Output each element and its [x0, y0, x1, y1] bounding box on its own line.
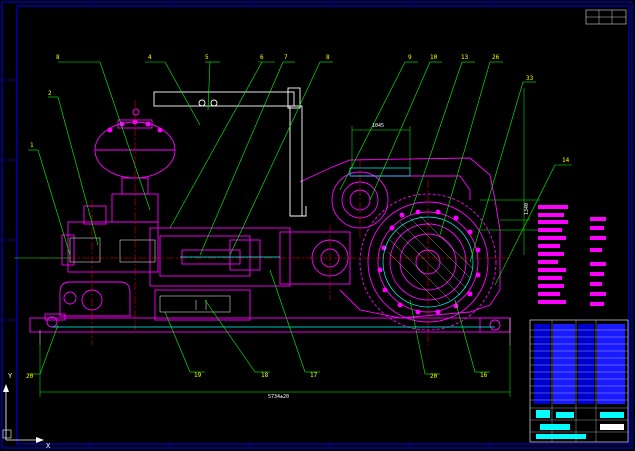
part-labels: 8 4 5 6 7 8 9 10 13 26 2 1 33 14 19 18 1…: [26, 54, 570, 380]
revision-box: [585, 9, 627, 25]
ucs-x-label: X: [46, 442, 51, 450]
dim-length-text: 5734±20: [268, 394, 289, 400]
label-right: 14: [562, 157, 570, 164]
label-bottom-0: 19: [194, 372, 202, 379]
pump-outline: [29, 87, 511, 333]
label-bottom-3: 20: [430, 373, 438, 380]
gear-hatch: [387, 215, 473, 305]
ucs-icon: Y X: [2, 372, 51, 450]
label-left-0: 2: [48, 90, 52, 97]
label-top-1: 4: [148, 54, 152, 61]
label-right-top: 33: [526, 75, 534, 82]
label-top-5: 8: [326, 54, 330, 61]
label-top-0: 8: [56, 54, 60, 61]
label-top-7: 10: [430, 54, 438, 61]
leader-lines: [14, 61, 572, 375]
label-bottom-2: 17: [310, 372, 318, 379]
label-top-6: 9: [408, 54, 412, 61]
inner-frame: [16, 5, 630, 445]
cyan-details: [52, 167, 495, 328]
center-lines: [40, 100, 510, 345]
label-bottom-left: 20: [26, 373, 34, 380]
label-left-1: 1: [30, 142, 34, 149]
label-top-8: 13: [461, 54, 469, 61]
label-bottom-4: 16: [480, 372, 488, 379]
spec-table-left: [538, 205, 568, 304]
label-top-3: 6: [260, 54, 264, 61]
dimension-lines: [39, 88, 540, 397]
ucs-y-label: Y: [8, 372, 13, 380]
spec-table-right: [590, 217, 606, 306]
dim-side-text: 1340: [524, 203, 530, 215]
dim-top-text: 1045: [372, 123, 384, 129]
label-top-9: 26: [492, 54, 500, 61]
label-top-2: 5: [205, 54, 209, 61]
label-bottom-1: 18: [261, 372, 269, 379]
label-top-4: 7: [284, 54, 288, 61]
title-block: [529, 319, 629, 443]
